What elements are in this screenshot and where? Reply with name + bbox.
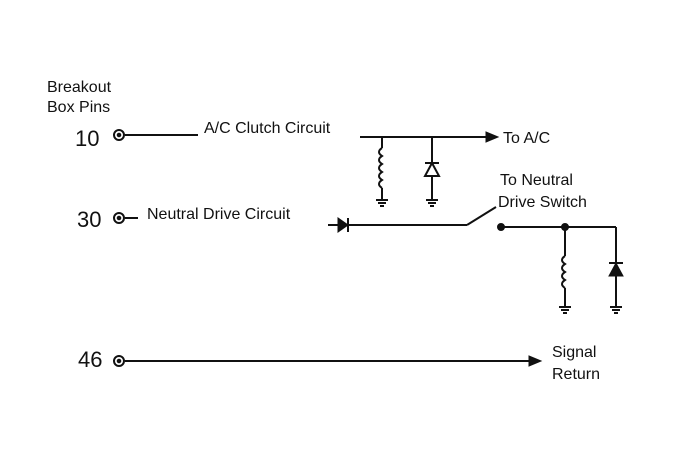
neutral-clamp-diode	[608, 227, 624, 314]
ac-clutch-circuit-label: A/C Clutch Circuit	[204, 120, 331, 137]
to-neutral-label-2: Drive Switch	[498, 194, 587, 211]
to-neutral-label-1: To Neutral	[500, 172, 573, 189]
to-ac-label: To A/C	[503, 130, 550, 147]
ac-clamp-diode	[423, 137, 441, 207]
to-ac-arrow	[485, 131, 500, 143]
pin-30-terminal	[113, 212, 125, 224]
ac-clutch-coil	[375, 137, 389, 207]
pin-46-terminal	[113, 355, 125, 367]
neutral-drive-diode	[328, 217, 349, 233]
pin-30-number: 30	[77, 207, 101, 232]
signal-return-label-1: Signal	[552, 344, 596, 361]
neutral-drive-circuit-label: Neutral Drive Circuit	[147, 206, 291, 223]
neutral-relay-coil	[558, 227, 572, 314]
pin-10-number: 10	[75, 126, 99, 151]
header-line-2: Box Pins	[47, 99, 110, 116]
signal-return-label-2: Return	[552, 366, 600, 383]
pin-10-terminal	[113, 129, 125, 141]
signal-return-arrow	[528, 355, 543, 367]
pin-46-number: 46	[78, 347, 102, 372]
header-line-1: Breakout	[47, 79, 112, 96]
neutral-drive-switch	[466, 206, 497, 226]
